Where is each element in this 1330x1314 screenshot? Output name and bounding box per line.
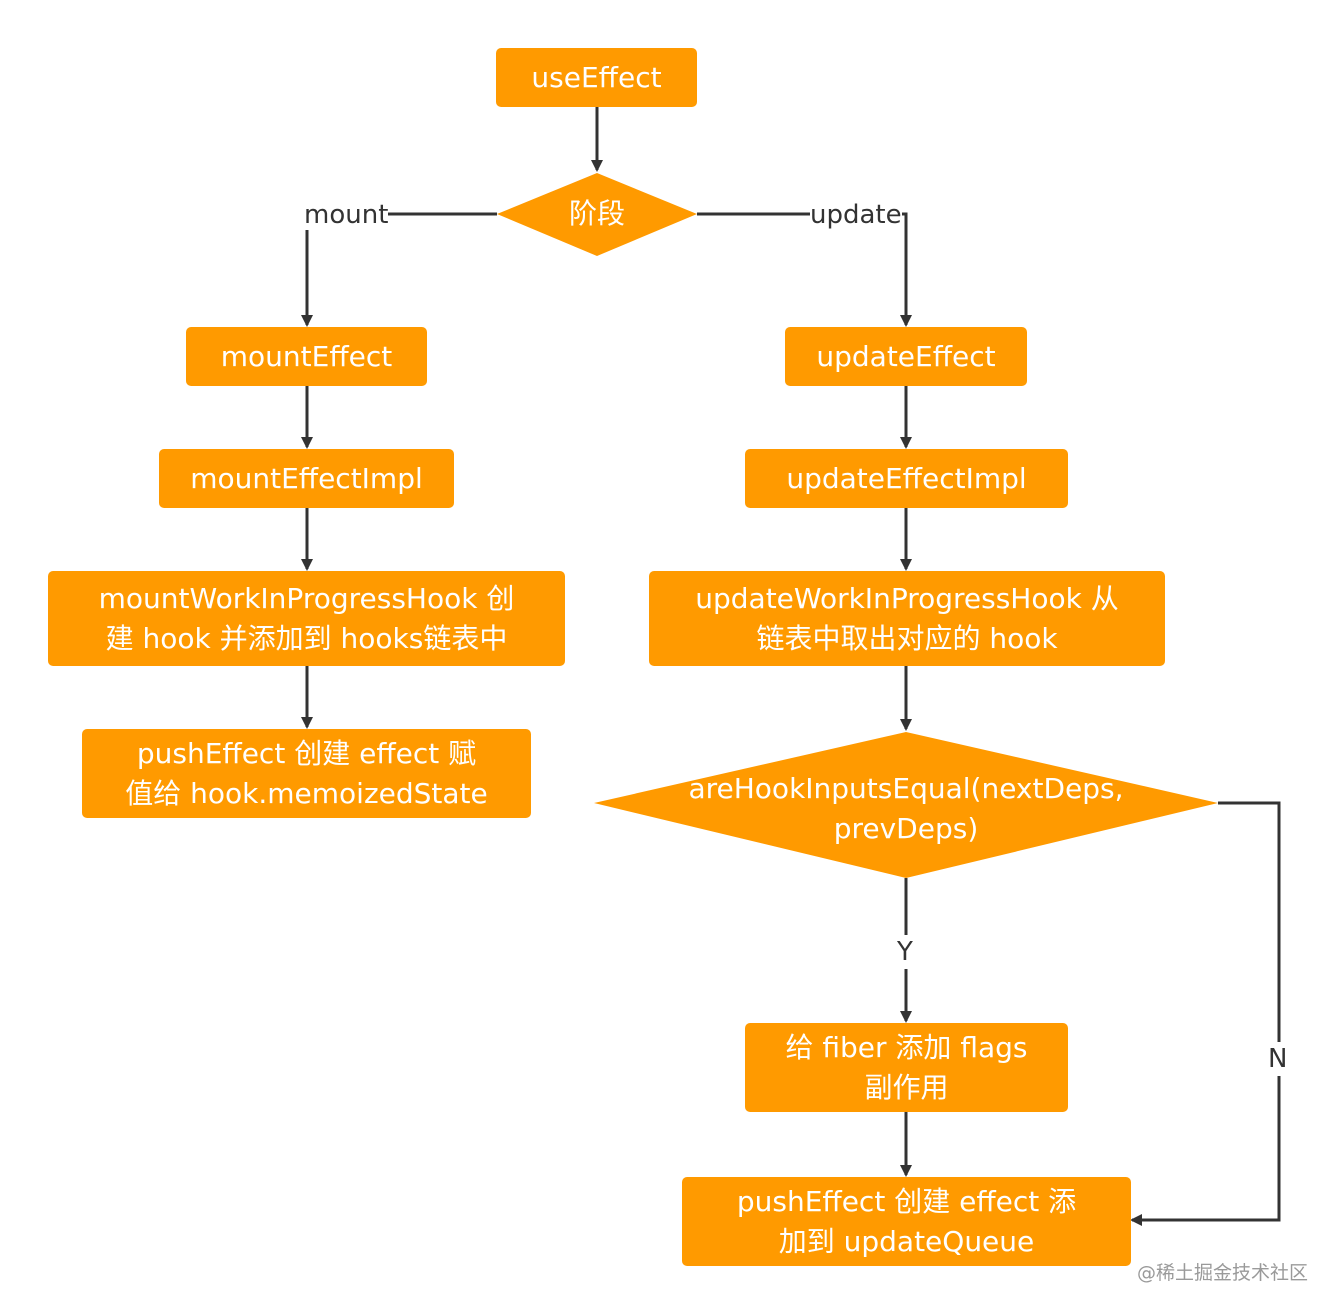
node-update-effect-impl-label: updateEffectImpl (786, 461, 1027, 495)
node-update-push-effect-label: pushEffect 创建 effect 添 加到 updateQueue (736, 1184, 1077, 1258)
node-update-effect-impl: updateEffectImpl (745, 449, 1068, 508)
node-update-push-effect: pushEffect 创建 effect 添 加到 updateQueue (682, 1177, 1131, 1266)
watermark: @稀土掘金技术社区 (1137, 1262, 1309, 1284)
inputs-equal-decision-shape (594, 732, 1218, 878)
node-phase-label-box: 阶段 (517, 194, 677, 234)
edge-phase-to-updateeffect (697, 212, 912, 327)
node-add-flags: 给 fiber 添加 flags 副作用 (745, 1023, 1068, 1112)
node-are-inputs-equal-label-box: areHookInputsEqual(nextDeps, prevDeps) (656, 768, 1156, 850)
node-mount-effect-label: mountEffect (220, 339, 393, 373)
node-mount-wip-hook-label: mountWorkInProgressHook 创 建 hook 并添加到 ho… (98, 581, 515, 655)
node-mount-effect-impl-label: mountEffectImpl (190, 461, 423, 495)
node-mount-effect: mountEffect (186, 327, 427, 386)
node-update-wip-hook-label: updateWorkInProgressHook 从 链表中取出对应的 hook (695, 581, 1119, 655)
node-update-effect: updateEffect (785, 327, 1027, 386)
node-mount-wip-hook: mountWorkInProgressHook 创 建 hook 并添加到 ho… (48, 571, 565, 666)
node-update-effect-label: updateEffect (816, 339, 996, 373)
edge-label-mount: mount (304, 200, 389, 230)
edge-decision-no (1130, 801, 1281, 1226)
node-phase-label: 阶段 (568, 197, 625, 230)
phase-decision-shape (497, 173, 697, 256)
node-add-flags-label: 给 fiber 添加 flags 副作用 (785, 1030, 1028, 1104)
node-use-effect-label: useEffect (531, 60, 662, 94)
edge-label-update: update (810, 200, 902, 230)
node-update-wip-hook: updateWorkInProgressHook 从 链表中取出对应的 hook (649, 571, 1165, 666)
node-mount-push-effect: pushEffect 创建 effect 赋 值给 hook.memoizedS… (82, 729, 531, 818)
node-use-effect: useEffect (496, 48, 697, 107)
edge-label-yes: Y (895, 935, 915, 969)
edge-label-no: N (1267, 1042, 1289, 1076)
node-mount-push-effect-label: pushEffect 创建 effect 赋 值给 hook.memoizedS… (125, 736, 488, 810)
node-are-inputs-equal-label: areHookInputsEqual(nextDeps, prevDeps) (688, 772, 1124, 845)
node-mount-effect-impl: mountEffectImpl (159, 449, 454, 508)
edge-phase-to-mounteffect (301, 212, 497, 327)
